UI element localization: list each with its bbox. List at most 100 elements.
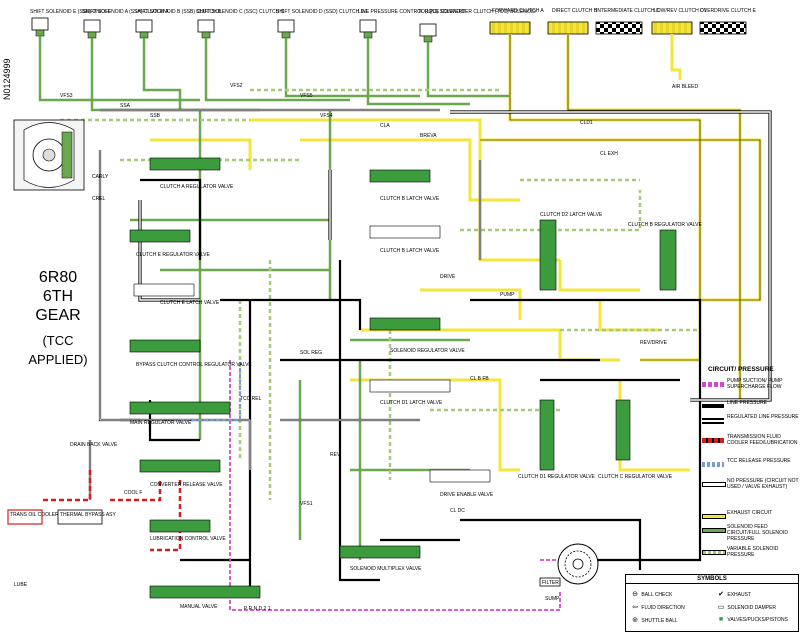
svg-text:OVERDRIVE CLUTCH E: OVERDRIVE CLUTCH E [700, 8, 757, 14]
circuit-lines [38, 34, 772, 611]
symbol-solenoid-damper: ▭ SOLENOID DAMPER [717, 604, 777, 611]
svg-text:CLUTCH C REGULATOR VALVE: CLUTCH C REGULATOR VALVE [598, 474, 673, 480]
svg-text:CL B FB: CL B FB [470, 376, 489, 382]
symbol-fluid-direction: ⇦ FLUID DIRECTION [630, 603, 685, 611]
legend-item: TCC RELEASE PRESSURE [700, 458, 800, 474]
svg-text:SOLENOID MULTIPLEX VALVE: SOLENOID MULTIPLEX VALVE [350, 566, 422, 572]
valve-clutch-b-latch-lower: CLUTCH B LATCH VALVE [369, 225, 441, 254]
title-gear-word: GEAR [35, 307, 81, 324]
hollow-swatch-icon [702, 482, 726, 487]
document-id: N0124999 [2, 58, 12, 100]
svg-text:CREL: CREL [92, 196, 106, 202]
valve-clutch-e-regulator: CLUTCH E REGULATOR VALVE [129, 229, 210, 258]
valve-clutch-d2-latch: CLUTCH D2 LATCH VALVE [539, 212, 603, 291]
svg-text:CLUTCH E LATCH VALVE: CLUTCH E LATCH VALVE [160, 300, 220, 306]
clutch-intermediate-c: INTERMEDIATE CLUTCH C [595, 8, 660, 35]
prndl-label: P R N D 2 1 [244, 606, 271, 612]
svg-text:LOW/REV CLUTCH D1: LOW/REV CLUTCH D1 [654, 8, 707, 14]
solenoid-ssd: SHIFT SOLENOID D (SSD) CLUTCH D/E [276, 9, 370, 39]
svg-text:SOL REG: SOL REG [300, 350, 322, 356]
sump-label: SUMP [545, 596, 560, 602]
green-swatch-icon [702, 528, 726, 533]
valve-manual: MANUAL VALVE P R N D 2 1 [149, 585, 271, 612]
valve-clutch-b-regulator: CLUTCH B REGULATOR VALVE [628, 222, 702, 291]
svg-text:CLD1: CLD1 [580, 120, 593, 126]
svg-text:CLUTCH E REGULATOR VALVE: CLUTCH E REGULATOR VALVE [136, 252, 210, 258]
valve-clutch-b-latch-upper: CLUTCH B LATCH VALVE [369, 169, 440, 202]
circuit-label-set: VFS3 SSA SSB VFS2 VFS5 VFS4 CLA BREVA CL… [60, 83, 668, 514]
svg-text:DIRECT CLUTCH B: DIRECT CLUTCH B [552, 8, 598, 14]
svg-text:TORQUE CONVERTER CLUTCH (TCC): TORQUE CONVERTER CLUTCH (TCC) SOLENOID [418, 9, 536, 15]
svg-text:SHIFT SOLENOID A (SSA) CLUTCH: SHIFT SOLENOID A (SSA) CLUTCH A [82, 9, 169, 15]
clutch-forward-a: FORWARD CLUTCH A [489, 8, 544, 35]
symbol-shuttle-ball: ⊚ SHUTTLE BALL [630, 616, 678, 624]
svg-text:SHIFT SOLENOID C (SSC) CLUTCH: SHIFT SOLENOID C (SSC) CLUTCH C [196, 9, 285, 15]
legend-item: VARIABLE SOLENOID PRESSURE [700, 546, 800, 562]
symbol-exhaust: ✔ EXHAUST [716, 590, 751, 598]
air-bleed-label: AIR BLEED [672, 84, 699, 90]
legend-item: LINE PRESSURE [700, 400, 800, 416]
svg-text:SHIFT SOLENOID B (SSB) CLUTCH: SHIFT SOLENOID B (SSB) CLUTCH B [134, 9, 222, 15]
svg-text:BREVA: BREVA [420, 133, 437, 139]
valve-clutch-e-latch: CLUTCH E LATCH VALVE [133, 283, 220, 306]
svg-text:CLA: CLA [380, 123, 390, 129]
svg-text:BYPASS CLUTCH CONTROL REGULATO: BYPASS CLUTCH CONTROL REGULATOR VALVE [136, 362, 252, 368]
svg-text:VFS5: VFS5 [300, 93, 313, 99]
legend-item: REGULATED LINE PRESSURE [700, 414, 800, 430]
thermal-bypass: THERMAL BYPASS ASY [57, 509, 117, 525]
valve-bypass-clutch-control: BYPASS CLUTCH CONTROL REGULATOR VALVE [129, 339, 252, 368]
svg-text:CLUTCH B REGULATOR VALVE: CLUTCH B REGULATOR VALVE [628, 222, 702, 228]
solenoid-ssc: SHIFT SOLENOID C (SSC) CLUTCH C [196, 9, 285, 39]
damper-icon: ▭ [717, 604, 725, 611]
svg-text:CONVERTER RELEASE VALVE: CONVERTER RELEASE VALVE [150, 482, 223, 488]
svg-text:VFS2: VFS2 [230, 83, 243, 89]
svg-text:CLUTCH B LATCH VALVE: CLUTCH B LATCH VALVE [380, 248, 440, 254]
circuit-pressure-legend: CIRCUIT/ PRESSURE PUMP SUCTION/ PUMP SUP… [700, 366, 800, 571]
green-dashed-swatch-icon [702, 550, 726, 555]
double-swatch-icon [702, 418, 724, 424]
title-tcc: (TCC [42, 333, 74, 348]
valve-square-icon: ■ [718, 616, 724, 623]
svg-text:DRIVE ENABLE VALVE: DRIVE ENABLE VALVE [440, 492, 494, 498]
svg-text:DRIVE: DRIVE [440, 274, 456, 280]
exhaust-check-icon: ✔ [718, 591, 724, 598]
valve-clutch-d1-latch: CLUTCH D1 LATCH VALVE [369, 379, 451, 406]
svg-text:TCC REL: TCC REL [240, 396, 262, 402]
valve-converter-release: CONVERTER RELEASE VALVE [139, 459, 223, 488]
svg-text:CLUTCH D1 LATCH VALVE: CLUTCH D1 LATCH VALVE [380, 400, 443, 406]
valve-clutch-d1-regulator: CLUTCH D1 REGULATOR VALVE [518, 399, 596, 480]
svg-text:CLUTCH A REGULATOR VALVE: CLUTCH A REGULATOR VALVE [160, 184, 234, 190]
ball-check-icon: ⊖ [632, 591, 638, 598]
title-applied: APPLIED) [28, 352, 88, 367]
clutch-row: FORWARD CLUTCH A DIRECT CLUTCH B INTERME… [489, 8, 757, 90]
svg-text:VFS3: VFS3 [60, 93, 73, 99]
valve-clutch-a-regulator: CLUTCH A REGULATOR VALVE [149, 157, 234, 190]
shuttle-ball-icon: ⊚ [632, 617, 638, 624]
filter: FILTER SUMP [539, 577, 561, 602]
legend-item: PUMP SUCTION/ PUMP SUPERCHARGE FLOW [700, 378, 800, 394]
valve-clutch-c-regulator: CLUTCH C REGULATOR VALVE [598, 399, 673, 480]
svg-text:SSA: SSA [120, 103, 131, 109]
svg-text:MANUAL VALVE: MANUAL VALVE [180, 604, 218, 610]
svg-text:COOL F: COOL F [124, 490, 142, 496]
svg-text:SHIFT SOLENOID E (SSE) ON/OFF: SHIFT SOLENOID E (SSE) ON/OFF [30, 9, 111, 15]
svg-text:REV/DRIVE: REV/DRIVE [640, 340, 668, 346]
valve-solenoid-regulator: SOLENOID REGULATOR VALVE [369, 317, 465, 354]
clutch-overdrive-e: OVERDRIVE CLUTCH E [699, 8, 757, 35]
svg-text:CLUTCH B LATCH VALVE: CLUTCH B LATCH VALVE [380, 196, 440, 202]
svg-text:VFS1: VFS1 [300, 501, 313, 507]
svg-text:VFS4: VFS4 [320, 113, 333, 119]
lube-label: LUBE [14, 582, 28, 588]
legend-item: EXHAUST CIRCUIT [700, 510, 800, 526]
svg-text:FORWARD CLUTCH A: FORWARD CLUTCH A [492, 8, 544, 14]
pump-gear-icon [557, 543, 599, 585]
black-swatch-icon [702, 404, 724, 408]
svg-text:INTERMEDIATE CLUTCH C: INTERMEDIATE CLUTCH C [596, 8, 660, 14]
valve-main-regulator: MAIN REGULATOR VALVE [129, 401, 231, 426]
solenoid-sse: SHIFT SOLENOID E (SSE) ON/OFF [30, 9, 111, 37]
clutch-lowrev-d1: LOW/REV CLUTCH D1 [651, 8, 707, 35]
title-model: 6R80 [38, 269, 78, 286]
valve-lubrication-control: LUBRICATION CONTROL VALVE [149, 519, 226, 542]
svg-text:SSB: SSB [150, 113, 161, 119]
